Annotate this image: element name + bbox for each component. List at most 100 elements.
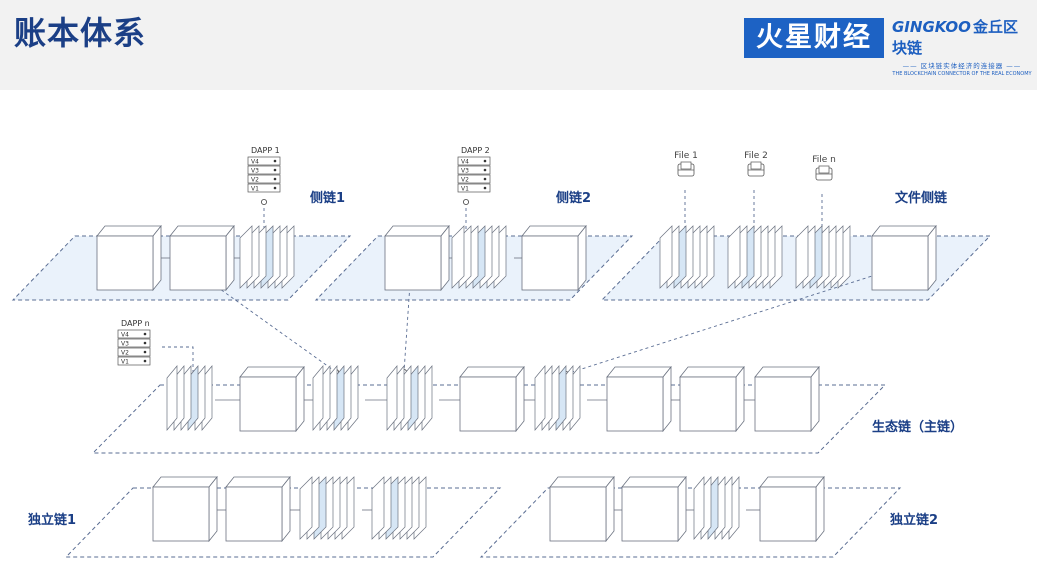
ind2-block-2 — [621, 475, 687, 543]
file-label: File 2 — [744, 151, 768, 161]
version-dot — [143, 350, 147, 354]
version-dot — [143, 359, 147, 363]
block-top — [679, 366, 745, 378]
eco-page-stack-3 — [386, 365, 433, 431]
file-doc-icon — [680, 161, 692, 170]
dapp-label: DAPP 2 — [461, 146, 490, 155]
file-block — [871, 224, 937, 292]
block-side — [810, 365, 820, 433]
page-sheet — [386, 365, 398, 431]
block-front — [759, 486, 817, 542]
block-front — [754, 376, 812, 432]
version-label: V4 — [251, 159, 259, 166]
block-side — [281, 475, 291, 543]
file-page-stack-1 — [659, 225, 715, 289]
block-side — [225, 224, 235, 292]
block-side — [295, 365, 305, 433]
block-front — [871, 235, 929, 291]
version-label: V3 — [251, 168, 259, 175]
ind2-block-3 — [759, 475, 825, 543]
block-top — [459, 366, 525, 378]
file-1: File 1 — [674, 151, 698, 177]
file-page-stack-3 — [795, 225, 851, 289]
page-sheet — [312, 365, 324, 431]
eco-page-stack-4 — [534, 365, 581, 431]
version-dot — [273, 177, 277, 181]
block-top — [754, 366, 820, 378]
version-row — [117, 329, 151, 339]
page-sheet — [451, 225, 465, 289]
block-top — [549, 476, 615, 488]
eco-block-2 — [459, 365, 525, 433]
file-side-chain-label: 文件侧链 — [895, 190, 948, 206]
eco-block-1 — [239, 365, 305, 433]
block-top — [759, 476, 825, 488]
block-side — [208, 475, 218, 543]
page-sheet — [239, 225, 253, 289]
version-label: V1 — [251, 186, 259, 193]
version-dot — [483, 168, 487, 172]
link-side2-to-eco — [403, 268, 412, 373]
block-top — [225, 476, 291, 488]
gingkoo-brand: GINGKOO — [892, 18, 971, 36]
version-dot — [273, 168, 277, 172]
version-label: V2 — [121, 350, 129, 357]
version-label: V2 — [461, 177, 469, 184]
version-row — [457, 165, 491, 175]
link-dappn — [162, 346, 194, 374]
block-top — [96, 225, 162, 237]
version-dot — [483, 159, 487, 163]
block-side — [927, 224, 937, 292]
version-dot — [273, 159, 277, 163]
file-label: File 1 — [674, 151, 698, 161]
independent-chain-1-plane — [64, 487, 502, 558]
block-front — [169, 235, 227, 291]
block-top — [871, 225, 937, 237]
eco-block-5 — [754, 365, 820, 433]
version-dot — [273, 186, 277, 190]
block-top — [169, 225, 235, 237]
file-label: File n — [812, 155, 836, 165]
page-sheet — [795, 225, 809, 289]
eco-chain-label: 生态链（主链） — [872, 419, 963, 435]
version-row — [457, 174, 491, 184]
block-top — [621, 476, 687, 488]
ind2-block-1 — [549, 475, 615, 543]
gingkoo-slogan-cn: —— 区块链实体经济的连接器 —— — [902, 62, 1022, 70]
independent-chain-2-plane — [479, 487, 902, 558]
block-front — [606, 376, 664, 432]
node-circle — [260, 198, 268, 206]
version-dot — [483, 186, 487, 190]
block-front — [679, 376, 737, 432]
block-top — [384, 225, 450, 237]
page-sheet — [693, 476, 705, 540]
block-front — [459, 376, 517, 432]
dapp-label: DAPP n — [121, 319, 150, 328]
block-side — [152, 224, 162, 292]
side1-block-2 — [169, 224, 235, 292]
block-front — [384, 235, 442, 291]
block-side — [662, 365, 672, 433]
independent-chain-1-label: 独立链1 — [28, 512, 76, 528]
version-dot — [483, 177, 487, 181]
version-label: V3 — [461, 168, 469, 175]
page-title: 账本体系 — [14, 14, 147, 52]
ind1-block-2 — [225, 475, 291, 543]
block-side — [677, 475, 687, 543]
block-top — [239, 366, 305, 378]
block-front — [621, 486, 679, 542]
version-row — [247, 183, 281, 193]
ind1-page-stack-2 — [371, 476, 427, 540]
block-top — [152, 476, 218, 488]
block-front — [225, 486, 283, 542]
version-row — [457, 156, 491, 166]
version-label: V1 — [461, 186, 469, 193]
gingkoo-slogan-en: THE BLOCKCHAIN CONNECTOR OF THE REAL ECO… — [892, 71, 1032, 77]
side2-page-stack — [451, 225, 507, 289]
block-side — [515, 365, 525, 433]
ind1-block-1 — [152, 475, 218, 543]
version-label: V2 — [251, 177, 259, 184]
